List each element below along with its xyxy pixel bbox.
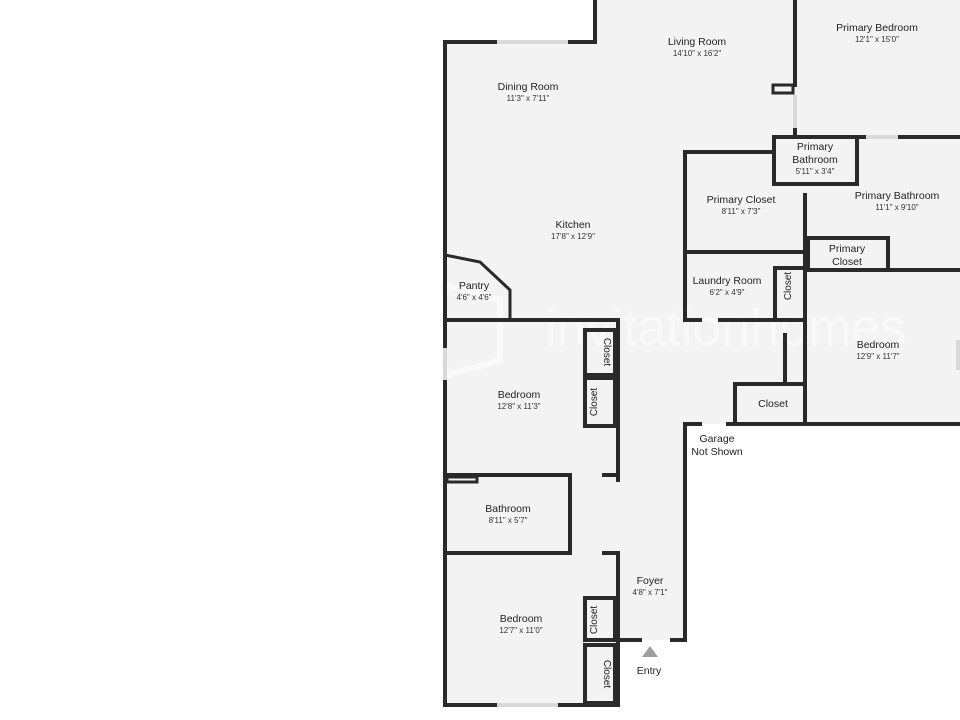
- closet-b1-bottom-name: Closet: [589, 388, 600, 417]
- bedroom-right-dims: 12'9" x 11'7": [856, 352, 899, 361]
- foyer-dims: 4'8" x 7'1": [633, 588, 668, 597]
- bedroom-2-dims: 12'7" x 11'0": [499, 626, 542, 635]
- pantry-dims: 4'6" x 4'6": [457, 293, 492, 302]
- primary-bedroom-name: Primary Bedroom: [836, 22, 918, 34]
- closet-b2-top-name: Closet: [589, 606, 600, 635]
- primary-bathroom-name: Primary Bathroom: [855, 190, 940, 202]
- floor-fills: [445, 0, 960, 705]
- pantry-name: Pantry: [459, 280, 490, 292]
- primary-bedroom-dims: 12'1" x 15'0": [855, 35, 899, 44]
- primary-bathroom-dims: 11'1" x 9'10": [875, 203, 918, 212]
- garage-line-2: Not Shown: [691, 446, 743, 458]
- primary-bathroom-small-dims: 5'11" x 3'4": [796, 167, 835, 176]
- living-room-dims: 14'10" x 16'2": [673, 49, 721, 58]
- primary-closet-small-name-2: Closet: [832, 256, 862, 268]
- primary-closet-small-name-1: Primary: [829, 243, 866, 255]
- kitchen-name: Kitchen: [555, 219, 590, 231]
- laundry-room-dims: 6'2" x 4'9": [710, 288, 745, 297]
- bedroom-1-name: Bedroom: [498, 389, 541, 401]
- dining-room-name: Dining Room: [498, 81, 559, 93]
- primary-closet-name: Primary Closet: [707, 194, 776, 206]
- walls: [443, 0, 960, 707]
- garage-line-1: Garage: [699, 433, 734, 445]
- watermark-logo: [426, 281, 503, 379]
- bedroom-1-dims: 12'8" x 11'3": [497, 402, 540, 411]
- windows: [443, 40, 960, 707]
- primary-bathroom-small-name-2: Bathroom: [792, 154, 838, 166]
- dining-room-dims: 11'3" x 7'11": [507, 94, 550, 103]
- closet-b2-bottom-name: Closet: [601, 660, 612, 689]
- primary-bathroom-small-name-1: Primary: [797, 141, 834, 153]
- closet-b1-top-name: Closet: [601, 338, 612, 367]
- living-room-name: Living Room: [668, 36, 727, 48]
- primary-closet-dims: 8'11" x 7'3": [722, 207, 761, 216]
- bathroom-name: Bathroom: [485, 503, 531, 515]
- foyer-name: Foyer: [637, 575, 664, 587]
- kitchen-dims: 17'8" x 12'9": [551, 232, 595, 241]
- bedroom-2-name: Bedroom: [500, 613, 543, 625]
- laundry-room-name: Laundry Room: [693, 275, 762, 287]
- bathroom-dims: 8'11" x 5'7": [489, 516, 528, 525]
- room-labels: Living Room 14'10" x 16'2" Primary Bedro…: [457, 22, 940, 688]
- entry-arrow-icon: [642, 646, 658, 657]
- bedroom-right-name: Bedroom: [857, 339, 900, 351]
- entry-label: Entry: [637, 665, 662, 677]
- closet-laundry-name: Closet: [783, 272, 794, 301]
- closet-bedroom-right-name: Closet: [758, 398, 788, 410]
